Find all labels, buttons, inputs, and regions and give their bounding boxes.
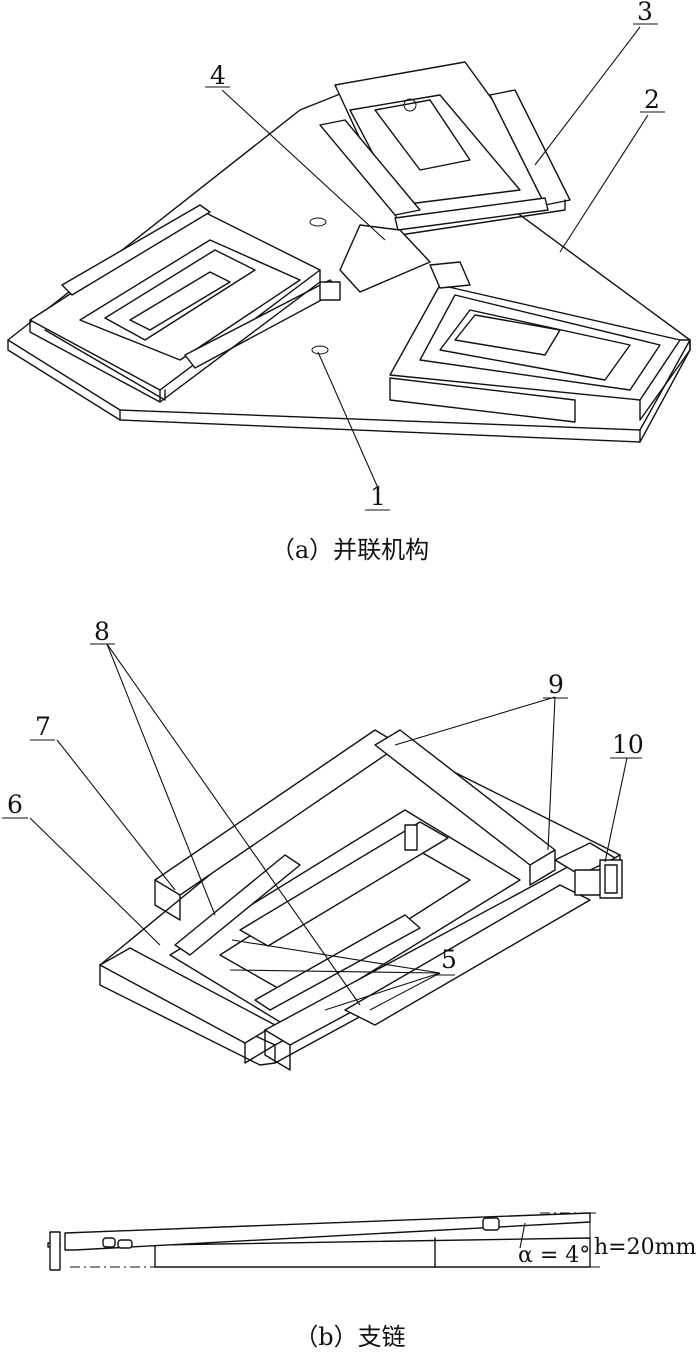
height-label: h=20mm [594, 1235, 696, 1260]
part-label-10: 10 [612, 730, 644, 759]
part-label-3: 3 [637, 0, 653, 26]
part-label-9: 9 [548, 670, 564, 699]
part-label-4: 4 [210, 61, 226, 90]
base-hole-top [309, 217, 327, 227]
left-limb [29, 204, 341, 403]
right-limb [389, 261, 691, 423]
part-label-6: 6 [7, 790, 23, 819]
angle-label: α = 4° [518, 1243, 590, 1268]
top-limb [319, 61, 571, 236]
base-hole [311, 345, 329, 355]
part-label-7: 7 [35, 712, 51, 741]
part-label-2: 2 [644, 85, 660, 114]
part-label-5: 5 [441, 945, 457, 974]
caption-a: （a）并联机构 [271, 536, 429, 564]
part-label-8: 8 [94, 617, 110, 646]
parallel-mechanism-drawing [7, 61, 691, 443]
limb-drawing [99, 729, 623, 1071]
caption-b: （b）支链 [294, 1323, 405, 1351]
central-connector [339, 224, 431, 293]
side-view-drawing [47, 1212, 600, 1271]
part-label-1: 1 [370, 482, 386, 511]
